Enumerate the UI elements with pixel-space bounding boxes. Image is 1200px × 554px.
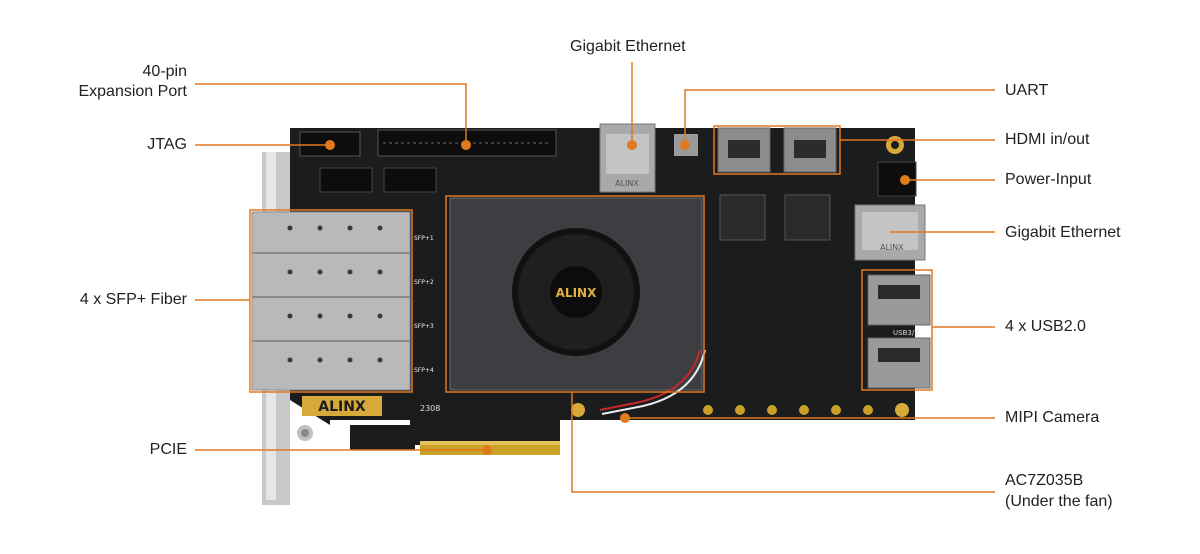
sfp4-label: SFP+4 [414, 367, 434, 374]
label-gige-right: Gigabit Ethernet [1005, 224, 1121, 241]
label-gige-top: Gigabit Ethernet [570, 38, 686, 55]
label-usb: 4 x USB2.0 [1005, 318, 1086, 335]
year-code: 2308 [420, 404, 440, 413]
power-jack [877, 161, 917, 197]
brand-plate [302, 396, 382, 416]
usb-label: USB3/2 [893, 329, 919, 337]
mipi-connectors [703, 405, 873, 415]
usb-connectors: USB3/2 [867, 274, 931, 389]
label-chip-line1: AC7Z035B [1005, 472, 1084, 489]
label-hdmi: HDMI in/out [1005, 131, 1090, 148]
label-pcie: PCIE [149, 441, 187, 458]
brand-text: ALINX [318, 399, 366, 415]
fan-logo: ALINX [556, 286, 597, 300]
label-expansion-line1: 40-pin [142, 63, 187, 80]
heatsink-fan: ALINX [449, 197, 703, 391]
label-uart: UART [1005, 82, 1049, 99]
label-sfp: 4 x SFP+ Fiber [79, 291, 187, 308]
rj45-top: ALINX [599, 123, 656, 193]
leader-lines [195, 62, 995, 493]
leader-dots [325, 140, 910, 455]
highlight-boxes [249, 125, 933, 393]
label-expansion-line2: Expansion Port [78, 83, 187, 100]
sfp-cages [251, 211, 411, 391]
rj45-logo: ALINX [615, 179, 639, 188]
hdmi-connectors [717, 127, 837, 173]
sfp3-label: SFP+3 [414, 323, 434, 330]
label-jtag: JTAG [147, 136, 187, 153]
sfp2-label: SFP+2 [414, 279, 434, 286]
label-chip-line2: (Under the fan) [1005, 493, 1113, 510]
sfp1-label: SFP+1 [414, 235, 434, 242]
label-power: Power-Input [1005, 171, 1092, 188]
label-mipi: MIPI Camera [1005, 409, 1100, 426]
rj45-right-logo: ALINX [880, 243, 904, 252]
